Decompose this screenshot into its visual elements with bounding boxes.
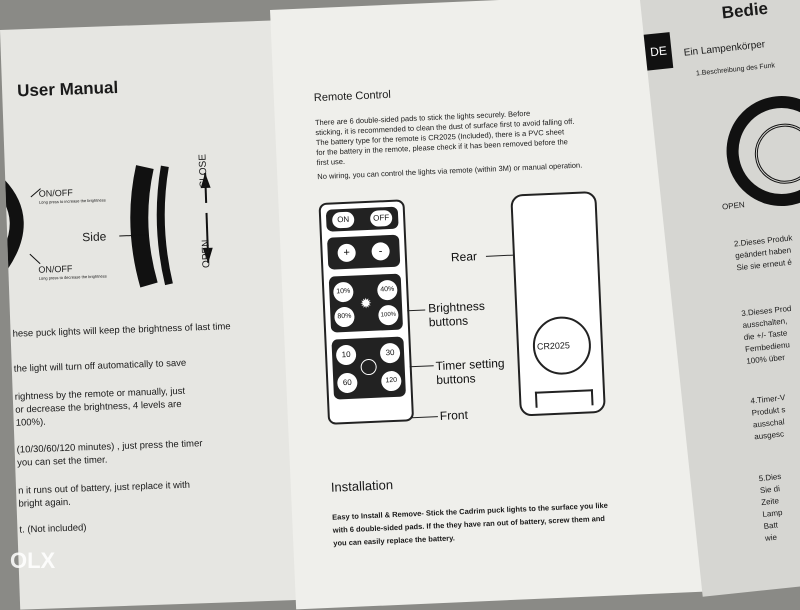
left-text-line: you can set the timer. bbox=[16, 454, 108, 469]
battery-slot bbox=[534, 389, 594, 408]
de-line: ausgesc bbox=[753, 429, 785, 442]
timer-60-button[interactable]: 60 bbox=[336, 372, 358, 394]
de-line: Zeite bbox=[760, 496, 780, 508]
de-line: Produkt s bbox=[751, 405, 786, 418]
front-label: Front bbox=[439, 407, 469, 423]
de-line: wie bbox=[764, 532, 778, 543]
rear-leader-line bbox=[485, 254, 514, 257]
puck-light-diagram bbox=[4, 165, 213, 288]
left-text-line: n it runs out of battery, just replace i… bbox=[17, 479, 191, 497]
de-line: 4.Timer-V bbox=[750, 393, 786, 406]
brightness-100-button[interactable]: 100% bbox=[377, 304, 399, 326]
brightness-40-button[interactable]: 40% bbox=[376, 279, 398, 301]
de-line: Sie di bbox=[759, 484, 781, 496]
rear-label: Rear bbox=[450, 249, 478, 265]
para1-line: first use. bbox=[316, 156, 346, 168]
sun-icon: ✹ bbox=[359, 294, 373, 312]
open-label: OPEN bbox=[200, 239, 213, 269]
power-button-group: ON OFF bbox=[325, 206, 399, 232]
front-leader-line bbox=[411, 416, 438, 419]
german-item1: 1.Beschreibung des Funk bbox=[695, 62, 776, 78]
de-line: die +/- Taste bbox=[743, 328, 788, 342]
timer-leader-line bbox=[409, 365, 434, 368]
timer-10-button[interactable]: 10 bbox=[335, 344, 357, 366]
minus-button[interactable]: - bbox=[371, 242, 391, 261]
left-text-line: 100%). bbox=[15, 416, 47, 429]
brightness-label-1: Brightness bbox=[427, 298, 486, 316]
close-label: CLOSE bbox=[197, 153, 210, 189]
brightness-leader-line bbox=[407, 309, 426, 312]
de-line: Batt bbox=[763, 520, 779, 531]
de-line: ausschal bbox=[752, 417, 785, 430]
left-text-line: (10/30/60/120 minutes) , just press the … bbox=[16, 438, 203, 456]
left-text-line: the light will turn off automatically to… bbox=[13, 357, 187, 375]
off-button[interactable]: OFF bbox=[369, 209, 393, 227]
left-page: User Manual ON/OFF Long press to increas… bbox=[0, 19, 311, 610]
timer-120-button[interactable]: 120 bbox=[380, 370, 402, 392]
brightness-button-group: 10% 40% 80% 100% ✹ bbox=[328, 273, 404, 333]
remote-rear: CR2025 bbox=[510, 190, 606, 417]
left-text-line: bright again. bbox=[18, 496, 72, 510]
de-line: Lamp bbox=[761, 507, 783, 519]
left-text-line: hese puck lights will keep the brightnes… bbox=[12, 321, 231, 340]
brightness-10-button[interactable]: 10% bbox=[332, 281, 354, 303]
timer-label-2: buttons bbox=[435, 371, 476, 388]
timer-button-group: 10 30 60 120 bbox=[331, 336, 406, 400]
left-text-line: t. (Not included) bbox=[19, 522, 87, 536]
user-manual-title: User Manual bbox=[16, 77, 119, 101]
german-title: Bedie bbox=[720, 0, 769, 23]
de-line: 5.Dies bbox=[758, 471, 782, 484]
timer-label-1: Timer setting bbox=[435, 356, 505, 374]
clock-icon bbox=[360, 358, 378, 376]
open-label-de: OPEN bbox=[721, 200, 746, 212]
concentric-ring bbox=[751, 120, 800, 187]
battery-label: CR2025 bbox=[536, 340, 571, 352]
para2: No wiring, you can control the lights vi… bbox=[317, 160, 583, 182]
on-off-label-1: ON/OFF bbox=[38, 187, 73, 199]
remote-control-title: Remote Control bbox=[313, 88, 392, 105]
olx-watermark: OLX bbox=[10, 548, 56, 573]
plus-button[interactable]: + bbox=[337, 243, 357, 263]
brightness-80-button[interactable]: 80% bbox=[334, 306, 355, 328]
brightness-label-2: buttons bbox=[428, 313, 469, 330]
timer-30-button[interactable]: 30 bbox=[379, 342, 401, 364]
install-text-line: you can easily replace the battery. bbox=[333, 533, 455, 548]
on-off-label-2: ON/OFF bbox=[38, 263, 73, 275]
de-line: Sie sie erneut é bbox=[736, 257, 793, 273]
adjust-button-group: + - bbox=[326, 234, 401, 270]
side-label: Side bbox=[82, 229, 107, 245]
language-tab: DE bbox=[643, 32, 674, 71]
puck-light-icon bbox=[721, 90, 800, 212]
german-subtitle: Ein Lampenkörper bbox=[683, 39, 766, 59]
remote-front: ON OFF + - 10% 40% 80% 100% ✹ 10 30 60 1… bbox=[318, 199, 415, 425]
de-line: 100% über bbox=[745, 352, 786, 366]
installation-title: Installation bbox=[330, 477, 394, 495]
on-button[interactable]: ON bbox=[331, 211, 355, 229]
